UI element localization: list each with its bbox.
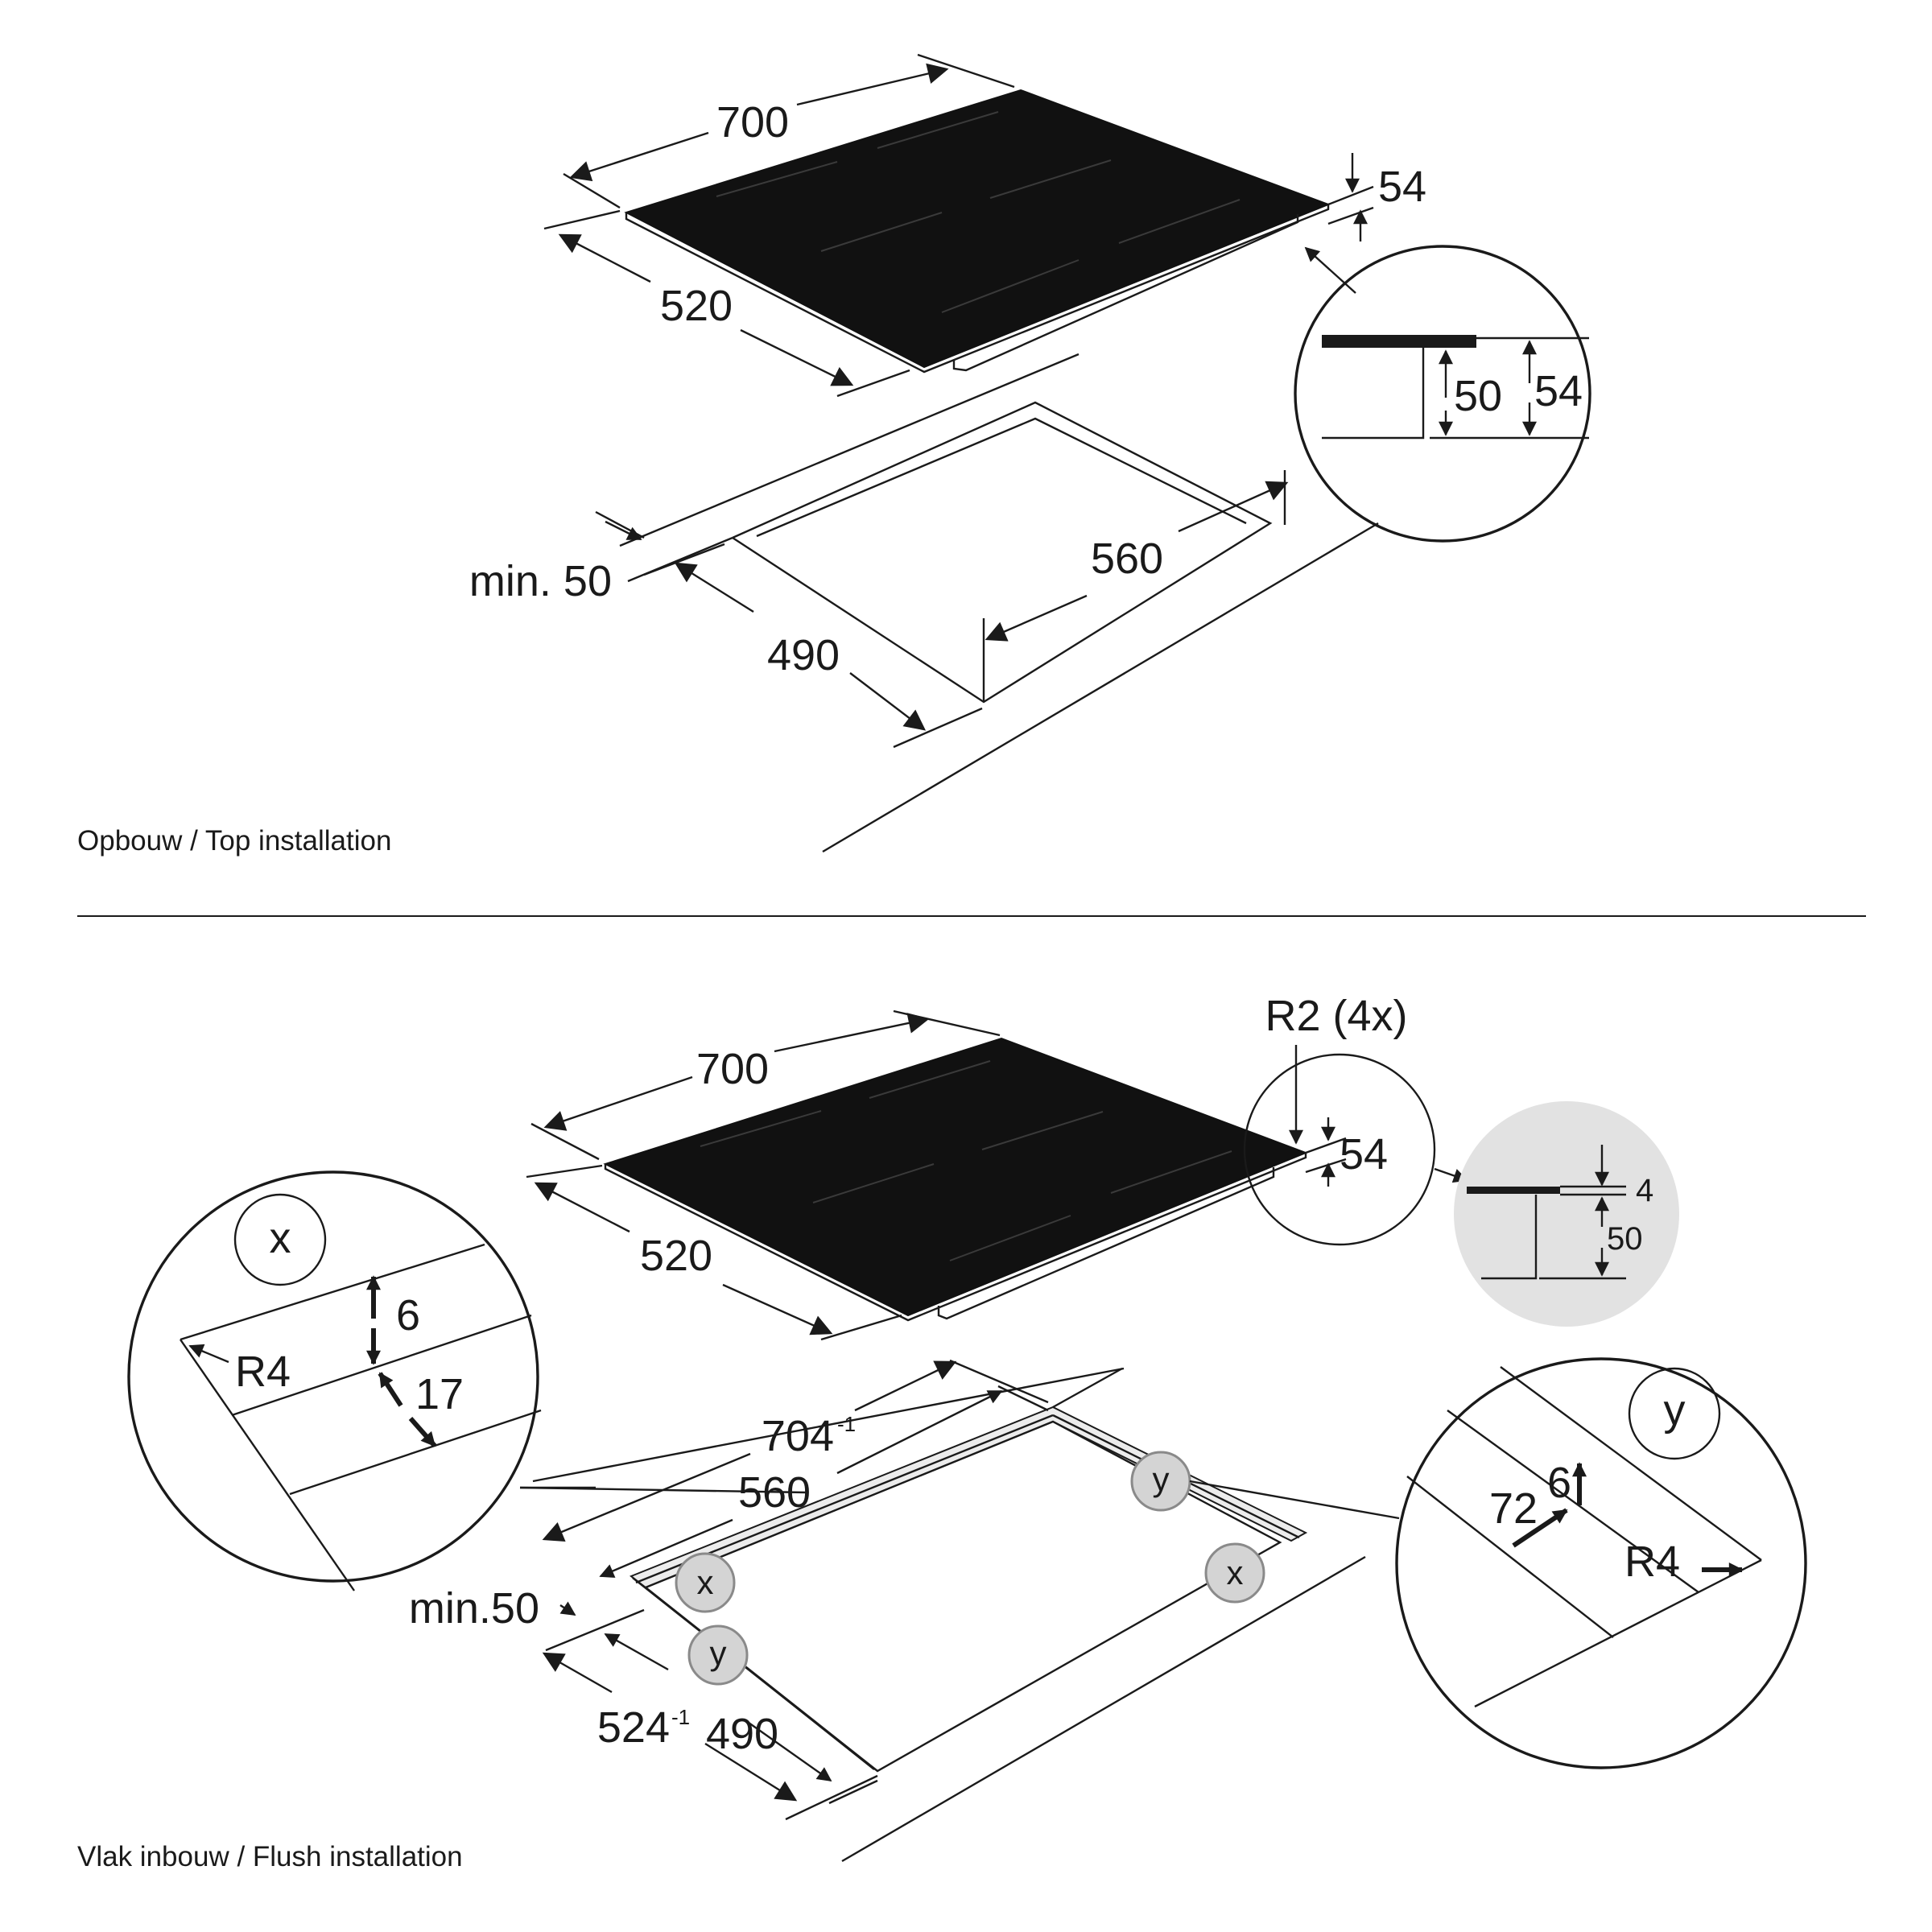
flush-dim-704: 704 -1 [542, 1359, 1049, 1542]
flush-side-detail: 4 50 [1454, 1101, 1679, 1327]
flush-rebate [630, 1406, 1308, 1589]
top-dim-700-label: 700 [716, 98, 789, 147]
flush-caption: Vlak inbouw / Flush installation [77, 1841, 463, 1872]
flush-hob-zone-marks [700, 1060, 1232, 1261]
top-detail: 50 54 [1294, 245, 1591, 543]
flush-installation: 700 520 R2 (4x) 54 [77, 992, 1807, 1872]
flush-dim-704-tolerance: -1 [837, 1412, 856, 1436]
top-hob [624, 89, 1331, 374]
detail-x-radius-label: R4 [235, 1348, 291, 1396]
detail-x-17-label: 17 [415, 1370, 464, 1418]
top-dim-min50: min. 50 [469, 510, 733, 605]
detail-y-6-label: 6 [1547, 1459, 1571, 1507]
top-dim-700: 700 [563, 53, 1015, 209]
top-dim-54-label: 54 [1378, 163, 1426, 211]
detail-y-radius-label: R4 [1624, 1538, 1680, 1586]
marker-x-right-label: x [1227, 1554, 1244, 1591]
top-worktop [619, 353, 1379, 853]
detail-x-6-label: 6 [396, 1291, 420, 1340]
detail-y-72-label: 72 [1489, 1484, 1538, 1533]
top-dim-490: 490 [643, 543, 983, 749]
top-dim-520: 520 [543, 209, 910, 398]
flush-dim-560-label: 560 [738, 1468, 811, 1517]
marker-y-right: y [1130, 1451, 1191, 1512]
top-detail-50-label: 50 [1454, 372, 1502, 420]
flush-dim-700: 700 [530, 1009, 1001, 1161]
flush-hob [603, 1037, 1308, 1322]
flush-detail-y: y 6 72 R4 [1189, 1357, 1807, 1769]
flush-dim-524-tolerance: -1 [671, 1705, 690, 1729]
top-caption: Opbouw / Top installation [77, 825, 391, 857]
marker-y-right-label: y [1153, 1460, 1170, 1498]
marker-x-right: x [1204, 1542, 1265, 1604]
detail-x-label: x [270, 1214, 291, 1262]
flush-dim-min50-label: min.50 [409, 1584, 539, 1633]
flush-worktop [519, 1367, 1366, 1863]
top-dim-560-label: 560 [1091, 535, 1163, 583]
flush-dim-min50: min.50 [409, 1584, 645, 1652]
top-installation: 700 520 54 mi [77, 53, 1591, 857]
marker-y-left: y [687, 1624, 749, 1686]
flush-dim-490-label: 490 [706, 1710, 778, 1758]
top-detail-54-label: 54 [1534, 367, 1583, 415]
top-dim-490-label: 490 [767, 631, 840, 679]
flush-corner-radius-label: R2 (4x) [1265, 992, 1407, 1040]
top-dim-54: 54 [1327, 153, 1426, 242]
flush-dim-704-label: 704 [762, 1412, 834, 1460]
flush-detail-x: x R4 6 17 [127, 1170, 596, 1591]
flush-markers: x y y x [675, 1451, 1265, 1686]
top-hob-zone-marks [716, 111, 1241, 313]
flush-dim-524-label: 524 [597, 1703, 670, 1752]
marker-x-left-label: x [697, 1563, 714, 1601]
top-cutout [732, 401, 1273, 704]
top-dim-560: 560 [982, 470, 1289, 702]
flush-dim-520-label: 520 [640, 1232, 712, 1280]
flush-dim-54-label: 54 [1340, 1130, 1388, 1179]
flush-side-detail-4-label: 4 [1636, 1173, 1653, 1208]
marker-y-left-label: y [710, 1634, 727, 1672]
flush-side-detail-50-label: 50 [1607, 1221, 1643, 1257]
flush-dim-520: 520 [526, 1164, 902, 1341]
top-dim-min50-label: min. 50 [469, 557, 612, 605]
top-dim-520-label: 520 [660, 282, 733, 330]
flush-corner-callout: R2 (4x) 54 [1243, 992, 1468, 1246]
detail-y-label: y [1664, 1386, 1686, 1435]
marker-x-left: x [675, 1552, 736, 1613]
flush-dim-560: 560 [599, 1385, 1049, 1578]
flush-dim-700-label: 700 [696, 1045, 769, 1093]
flush-dim-524-490: 524 -1 490 [542, 1633, 878, 1821]
